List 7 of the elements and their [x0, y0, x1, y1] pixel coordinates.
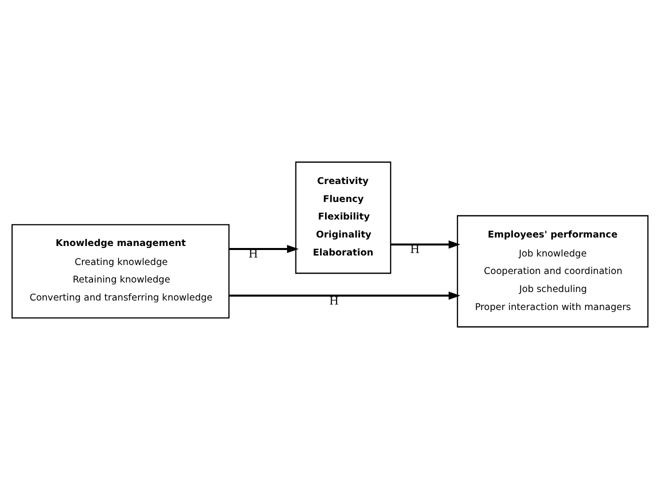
arrow: [390, 240, 460, 248]
node-box: Creativity Fluency Flexibility Originality Elaboration: [295, 161, 392, 274]
node-box: Employees' performance Job knowledge Cooperation and coordination Job scheduling Proper interaction with managers: [456, 214, 648, 327]
edge-label: H: [329, 294, 339, 307]
arrow: [229, 291, 460, 300]
node-box: Knowledge management Creating knowledge Retaining knowledge Converting and transferring knowledge: [12, 224, 230, 318]
arrow: [229, 244, 299, 253]
